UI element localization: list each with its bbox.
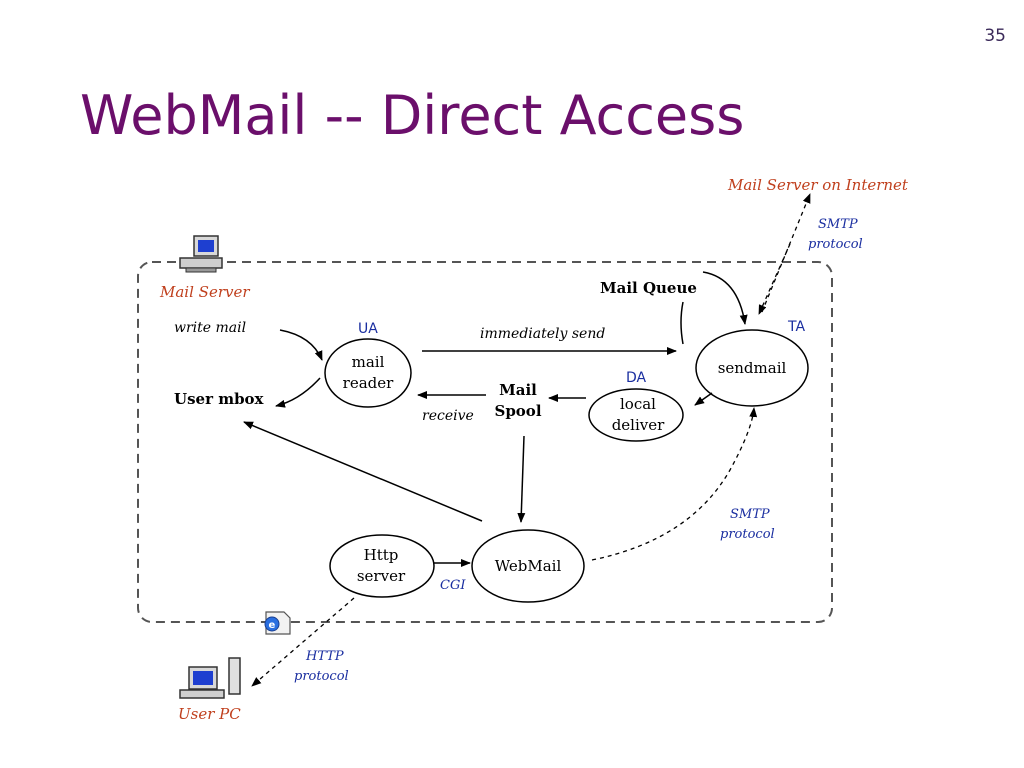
mail-reader-label-1: mail bbox=[352, 353, 385, 371]
mail-queue-label: Mail Queue bbox=[600, 279, 697, 297]
smtp-internet-arrow-back bbox=[758, 243, 791, 315]
slide-title: WebMail -- Direct Access bbox=[80, 84, 745, 147]
mail-server-boundary bbox=[137, 261, 833, 623]
reader-to-mbox-arrow bbox=[275, 377, 321, 408]
http-label-1: HTTP bbox=[305, 649, 344, 664]
immediately-send-label: immediately send bbox=[480, 326, 605, 342]
local-deliver-label-1: local bbox=[620, 395, 656, 413]
webmail-to-sendmail-smtp-arrow bbox=[591, 407, 758, 561]
smtp-right-label-1: SMTP bbox=[730, 507, 770, 522]
svg-text:e: e bbox=[269, 620, 276, 631]
receive-label: receive bbox=[422, 408, 474, 424]
spool-to-webmail-arrow bbox=[517, 435, 526, 523]
mail-server-internet-label: Mail Server on Internet bbox=[727, 176, 909, 194]
smtp-right-label-2: protocol bbox=[720, 527, 775, 542]
smtp-top-label-2: protocol bbox=[808, 237, 863, 252]
local-deliver-node bbox=[588, 388, 684, 442]
mail-queue-arrow bbox=[702, 271, 748, 325]
sendmail-to-deliver-arrow bbox=[694, 392, 713, 406]
mail-spool-label-2: Spool bbox=[494, 402, 541, 420]
http-server-label-1: Http bbox=[364, 546, 399, 564]
smtp-top-label-1: SMTP bbox=[818, 217, 858, 232]
user-pc-icon bbox=[179, 657, 241, 699]
slide-number: 35 bbox=[984, 26, 1006, 46]
local-deliver-label-2: deliver bbox=[612, 416, 665, 434]
mail-reader-label-2: reader bbox=[343, 374, 394, 392]
webmail-node bbox=[471, 529, 585, 603]
server-computer-icon bbox=[179, 235, 223, 273]
http-label-2: protocol bbox=[294, 669, 349, 684]
ua-label: UA bbox=[358, 321, 378, 337]
mail-server-label: Mail Server bbox=[159, 283, 250, 301]
browser-document-icon: e bbox=[264, 611, 291, 635]
user-pc-label: User PC bbox=[178, 705, 241, 723]
smtp-internet-arrow bbox=[761, 193, 811, 313]
sendmail-node bbox=[695, 329, 809, 407]
mail-reader-node bbox=[324, 338, 412, 408]
ta-label: TA bbox=[787, 319, 805, 335]
sendmail-label: sendmail bbox=[718, 359, 787, 377]
mail-spool-label-1: Mail bbox=[499, 381, 537, 399]
http-server-node bbox=[329, 534, 435, 598]
webmail-label: WebMail bbox=[495, 557, 562, 575]
write-mail-label: write mail bbox=[174, 320, 246, 336]
cgi-label: CGI bbox=[440, 578, 466, 593]
http-protocol-arrow bbox=[251, 597, 355, 687]
user-mbox-label: User mbox bbox=[174, 390, 265, 408]
mail-queue-bracket bbox=[680, 301, 684, 345]
webmail-to-mbox-arrow bbox=[243, 421, 483, 522]
da-label: DA bbox=[626, 370, 647, 386]
http-server-label-2: server bbox=[357, 567, 406, 585]
write-mail-arrow bbox=[279, 329, 323, 361]
